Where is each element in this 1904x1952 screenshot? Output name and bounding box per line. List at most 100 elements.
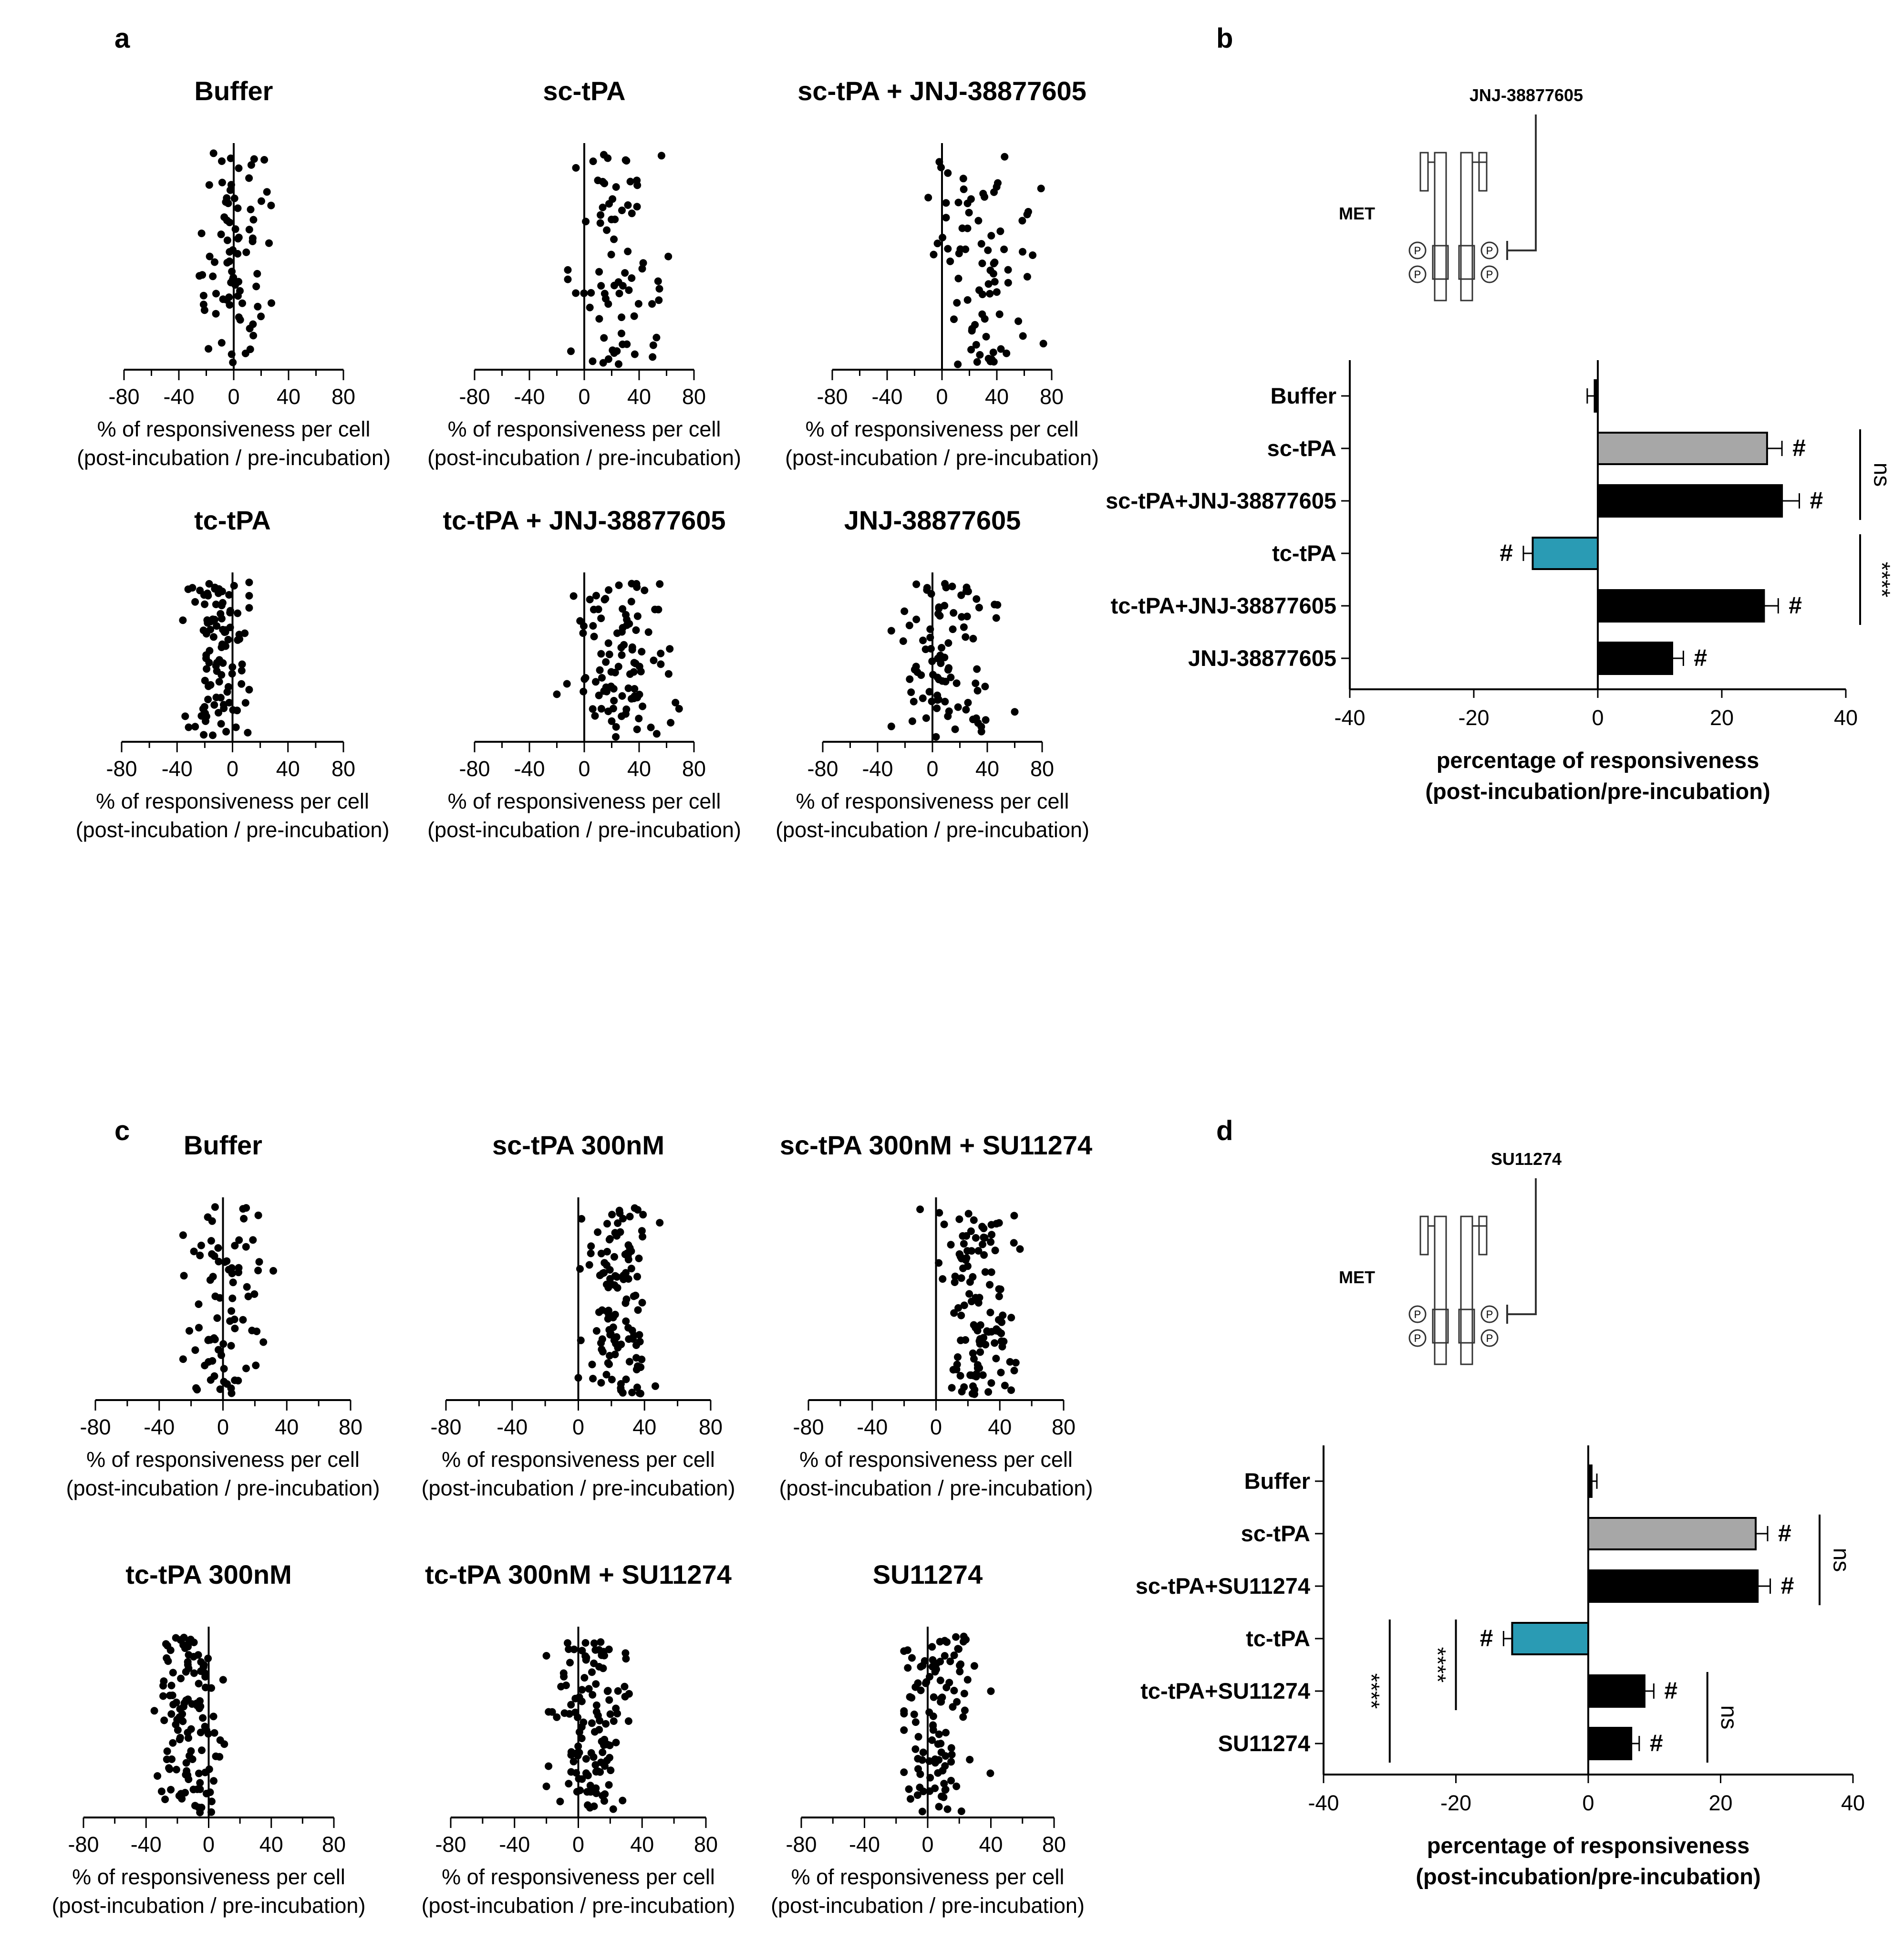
panel-label-c: c <box>114 1115 130 1146</box>
data-point <box>260 156 269 164</box>
data-point <box>962 706 970 714</box>
x-tick-label: 80 <box>339 1415 362 1439</box>
scatter-title: tc-tPA <box>194 505 271 535</box>
data-point <box>238 299 246 307</box>
data-point <box>922 714 930 722</box>
data-point <box>605 200 613 208</box>
x-tick-label: 80 <box>1030 757 1054 781</box>
data-point <box>553 1713 561 1721</box>
data-point <box>245 592 253 600</box>
data-point <box>939 1275 947 1283</box>
data-point <box>633 1383 641 1391</box>
data-point <box>664 252 673 260</box>
data-point <box>209 149 217 157</box>
data-point <box>180 1699 188 1707</box>
data-point <box>560 1672 568 1681</box>
x-tick-label: 0 <box>936 384 948 409</box>
data-point <box>612 1738 620 1746</box>
data-point <box>224 635 232 644</box>
phospho-label: P <box>1414 245 1421 257</box>
significance-marker: # <box>1694 644 1707 671</box>
x-tick-label: 40 <box>985 384 1009 409</box>
data-point <box>944 245 952 253</box>
data-point <box>947 1776 955 1785</box>
data-point <box>981 683 989 691</box>
x-tick-label: -40 <box>862 757 893 781</box>
data-point <box>975 1294 983 1302</box>
data-point <box>186 1327 193 1335</box>
data-point <box>254 1267 262 1275</box>
data-point <box>595 1663 603 1671</box>
data-point <box>624 1717 632 1725</box>
data-point <box>641 586 649 594</box>
data-point <box>991 259 999 266</box>
data-point <box>606 1710 614 1718</box>
data-point <box>633 203 641 211</box>
data-point <box>995 310 1004 318</box>
data-point <box>159 1692 167 1700</box>
data-point <box>968 327 976 335</box>
data-point <box>1023 210 1031 218</box>
data-point <box>619 1796 627 1805</box>
data-point <box>580 1674 589 1682</box>
data-point <box>604 355 612 363</box>
data-point <box>185 723 193 731</box>
data-point <box>639 259 647 267</box>
data-point <box>599 203 607 211</box>
data-point <box>973 665 981 673</box>
data-point <box>596 666 604 674</box>
data-point <box>1001 1381 1009 1390</box>
data-point <box>596 219 604 227</box>
data-point <box>598 674 606 682</box>
data-point <box>928 697 936 706</box>
x-tick-label: 80 <box>694 1832 718 1857</box>
x-axis-label-line2: (post-incubation / pre-incubation) <box>771 1893 1085 1918</box>
data-point <box>637 1390 644 1398</box>
x-tick-label: 0 <box>227 757 238 781</box>
data-point <box>931 1668 939 1676</box>
data-point <box>618 712 626 720</box>
data-point <box>239 1205 247 1213</box>
x-tick-label: 40 <box>630 1832 654 1857</box>
data-point <box>917 1663 925 1671</box>
data-point <box>917 671 925 679</box>
data-point <box>567 347 575 355</box>
data-point <box>622 705 631 713</box>
scatter-title: tc-tPA 300nM <box>125 1559 292 1589</box>
data-point <box>605 650 613 658</box>
data-point <box>970 1662 978 1670</box>
data-point <box>939 234 947 241</box>
data-point <box>613 1232 621 1240</box>
data-point <box>154 1772 162 1780</box>
data-point <box>245 604 253 612</box>
bar <box>1587 1517 1757 1550</box>
data-point <box>978 260 986 268</box>
data-point <box>1019 332 1027 340</box>
x-axis-label-line2: (post-incubation / pre-incubation) <box>779 1476 1093 1500</box>
data-point <box>567 1751 575 1759</box>
data-point <box>595 315 603 323</box>
data-point <box>197 1667 205 1675</box>
data-point <box>970 1355 978 1363</box>
data-point <box>587 1242 595 1250</box>
x-tick-label: 0 <box>926 757 938 781</box>
data-point <box>900 1726 908 1734</box>
data-point <box>657 649 665 657</box>
data-point <box>1004 266 1012 274</box>
data-point <box>631 685 639 693</box>
data-point <box>900 1768 908 1776</box>
data-point <box>214 1244 222 1252</box>
data-point <box>160 1716 168 1724</box>
x-axis-label-line2: (post-incubation / pre-incubation) <box>776 818 1089 842</box>
data-point <box>639 702 647 710</box>
data-point <box>631 350 639 358</box>
data-point <box>217 230 225 239</box>
data-point <box>954 1353 962 1361</box>
data-point <box>249 216 258 224</box>
data-point <box>944 169 952 177</box>
data-point <box>210 1729 218 1737</box>
data-point <box>252 1361 260 1370</box>
data-point <box>623 340 631 348</box>
